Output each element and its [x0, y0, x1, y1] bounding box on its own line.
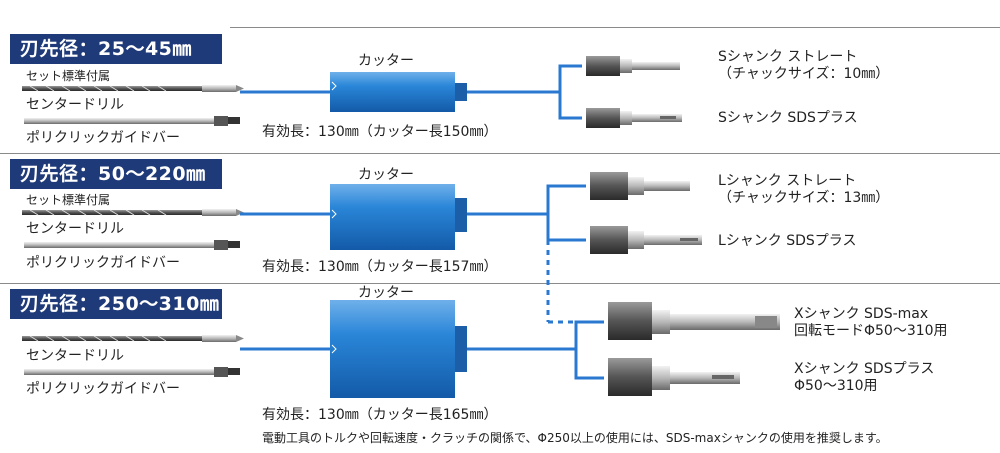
- center-drill-label-3: センタードリル: [26, 348, 124, 364]
- shank-label-2b: Lシャンク SDSプラス: [718, 233, 857, 249]
- guide-bar-label-2: ポリクリックガイドバー: [26, 255, 180, 271]
- shank-label-3b: Xシャンク SDSプラス Φ50～310用: [794, 361, 935, 394]
- center-drill-1: [22, 85, 244, 92]
- section-separator-1: [0, 153, 1000, 154]
- effective-length-2: 有効長：130㎜（カッター長157㎜）: [262, 259, 498, 275]
- cutter-2: [240, 184, 600, 324]
- section-header-3: 刃先径：250～310㎜: [10, 289, 222, 319]
- cutter-3: [240, 300, 604, 398]
- shank-label-3a: Xシャンク SDS-max 回転モードΦ50～310用: [794, 306, 948, 339]
- effective-length-3: 有効長：130㎜（カッター長165㎜）: [262, 407, 498, 423]
- effective-length-1: 有効長：130㎜（カッター長150㎜）: [262, 124, 498, 140]
- set-standard-label-1: セット標準付属: [26, 69, 111, 83]
- shank-x-sds-plus: [608, 358, 740, 396]
- center-drill-2: [22, 209, 244, 216]
- shank-label-1a: Sシャンク ストレート （チャックサイズ：10㎜）: [718, 49, 890, 82]
- guide-bar-2: [24, 240, 240, 250]
- section-header-2: 刃先径：50～220㎜: [10, 159, 222, 189]
- shank-l-sds-plus: [590, 226, 702, 254]
- section-separator-2: [0, 283, 1000, 284]
- guide-bar-3: [24, 367, 240, 377]
- shank-l-straight: [590, 172, 690, 200]
- center-drill-label-1: センタードリル: [26, 97, 124, 113]
- shank-label-1b: Sシャンク SDSプラス: [718, 110, 858, 126]
- cutter-1: [240, 64, 582, 120]
- shank-x-sds-max: [608, 302, 780, 340]
- shank-s-straight: [586, 56, 680, 76]
- top-rule: [230, 27, 1000, 28]
- shank-label-2a: Lシャンク ストレート （チャックサイズ：13㎜）: [718, 173, 890, 206]
- cutter-label-3: カッター: [358, 285, 414, 301]
- shank-s-sds-plus: [586, 108, 682, 128]
- set-standard-label-2: セット標準付属: [26, 193, 111, 207]
- cutter-label-1: カッター: [358, 53, 414, 69]
- footnote: 電動工具のトルクや回転速度・クラッチの関係で、Φ250以上の使用には、SDS-m…: [262, 431, 888, 445]
- center-drill-label-2: センタードリル: [26, 221, 124, 237]
- guide-bar-1: [24, 116, 240, 126]
- section-header-1: 刃先径：25～45㎜: [10, 34, 222, 64]
- guide-bar-label-3: ポリクリックガイドバー: [26, 381, 180, 397]
- guide-bar-label-1: ポリクリックガイドバー: [26, 130, 180, 146]
- cutter-label-2: カッター: [358, 167, 414, 183]
- center-drill-3: [22, 335, 244, 342]
